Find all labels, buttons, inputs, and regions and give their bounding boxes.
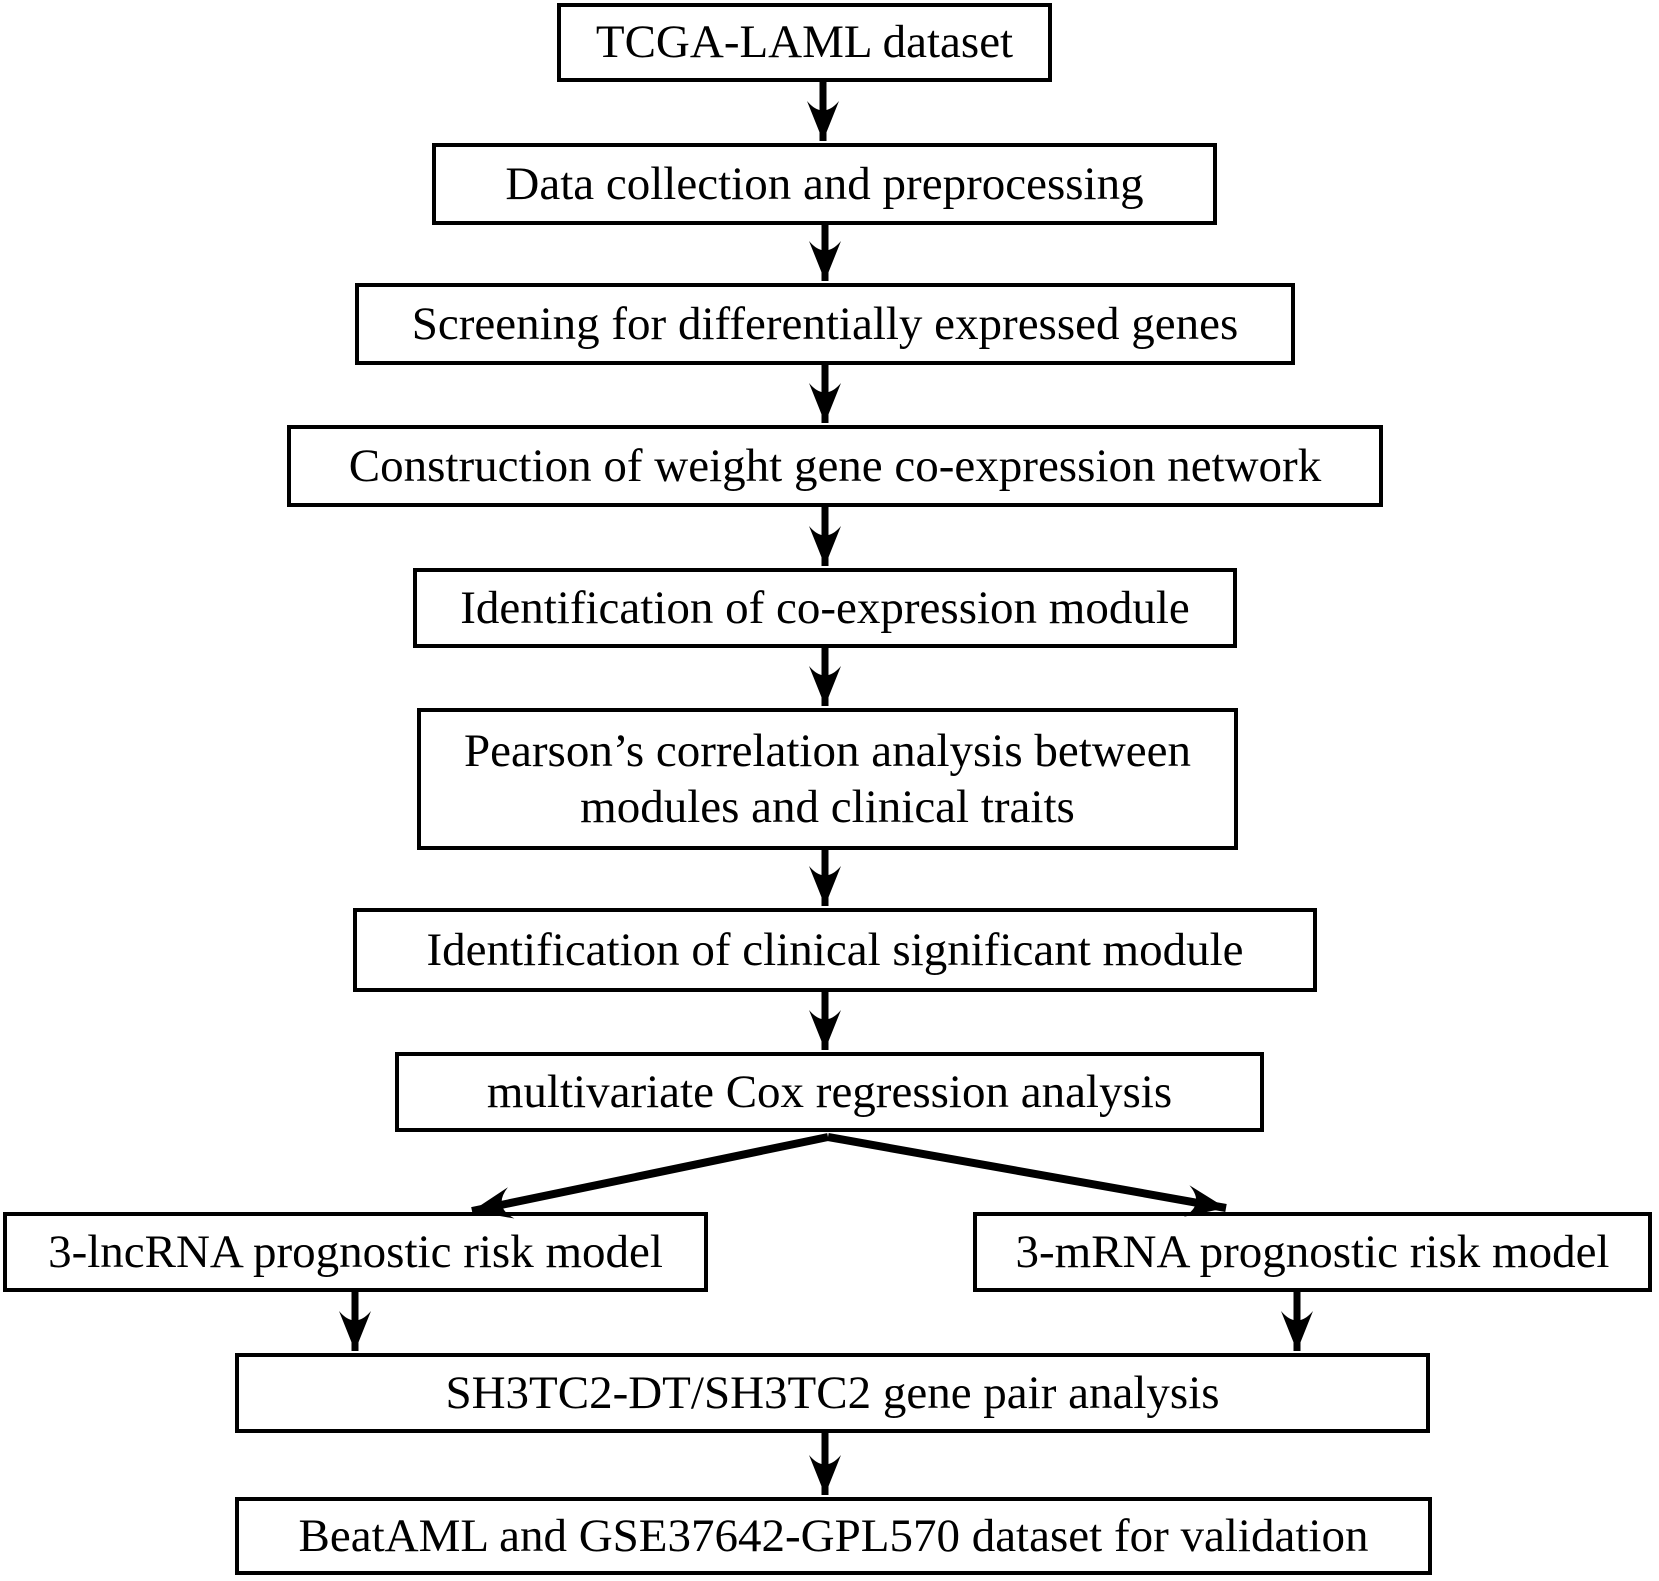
- node-sh3tc2-gene-pair: SH3TC2-DT/SH3TC2 gene pair analysis: [235, 1353, 1430, 1433]
- node-tcga-laml-dataset: TCGA-LAML dataset: [557, 3, 1052, 82]
- arrow-cox-to-lncrna-model: [471, 1133, 829, 1219]
- node-multivariate-cox: multivariate Cox regression analysis: [395, 1052, 1264, 1132]
- node-pearson-correlation-line1: Pearson’s correlation analysis between: [464, 724, 1191, 777]
- node-coexpression-module-identification: Identification of co-expression module: [413, 568, 1237, 648]
- node-pearson-correlation-line2: modules and clinical traits: [580, 781, 1075, 833]
- node-clinical-significant-module: Identification of clinical significant m…: [353, 908, 1317, 992]
- node-validation-datasets: BeatAML and GSE37642-GPL570 dataset for …: [235, 1497, 1432, 1575]
- arrow-cox-to-mrna-model: [827, 1133, 1227, 1217]
- node-screening-deg: Screening for differentially expressed g…: [355, 283, 1295, 365]
- node-lncrna-risk-model: 3-lncRNA prognostic risk model: [3, 1212, 708, 1292]
- node-pearson-correlation: Pearson’s correlation analysis between m…: [417, 708, 1238, 850]
- node-data-collection-preprocessing: Data collection and preprocessing: [432, 143, 1217, 225]
- node-mrna-risk-model: 3-mRNA prognostic risk model: [973, 1212, 1652, 1292]
- node-wgcna-construction: Construction of weight gene co-expressio…: [287, 425, 1383, 507]
